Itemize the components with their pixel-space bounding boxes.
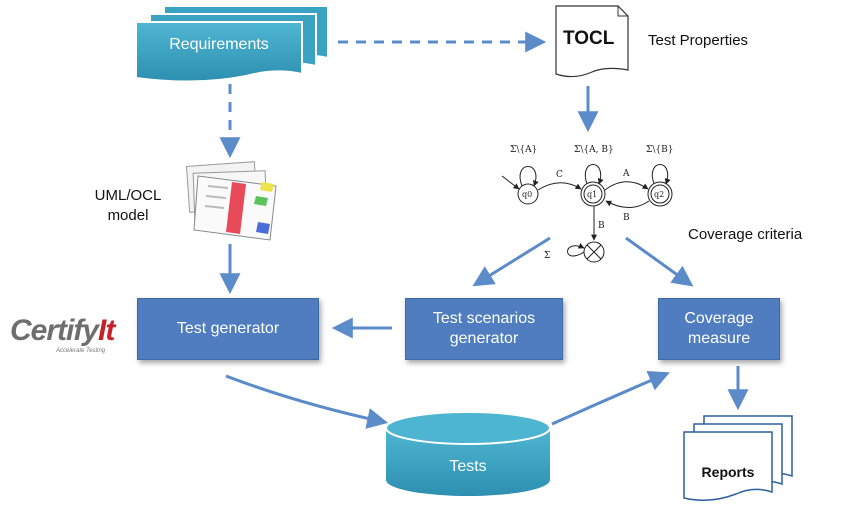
- loop-label-q2: Σ\{B}: [646, 145, 673, 155]
- uml-model-thumbnail: [185, 161, 277, 241]
- state-label-q1: q1: [587, 190, 597, 199]
- test-scenarios-line1: Test scenarios: [432, 310, 536, 327]
- test-generator-box: Test generator: [137, 298, 319, 360]
- coverage-measure-line2: measure: [687, 330, 751, 347]
- test-generator-label: Test generator: [176, 320, 280, 337]
- reports-doc-stack: [683, 415, 793, 501]
- state-label-q0: q0: [522, 190, 532, 199]
- edge-label-a: A: [622, 169, 630, 179]
- tests-cylinder: [385, 411, 551, 496]
- test-properties-label: Test Properties: [648, 32, 749, 49]
- svg-text:CertifyIt: CertifyIt: [10, 314, 117, 347]
- edge-label-b-back: B: [623, 213, 630, 223]
- svg-text:Accelerate Testing: Accelerate Testing: [55, 348, 106, 354]
- certifyit-logo: CertifyIt Accelerate Testing: [10, 314, 118, 354]
- tests-label: Tests: [449, 458, 487, 475]
- coverage-measure-box: Coverage measure: [658, 298, 780, 360]
- edge-label-sigma: Σ: [544, 251, 550, 261]
- arrow-tests-to-coverage: [551, 370, 670, 426]
- state-q2: [650, 184, 670, 204]
- requirements-label: Requirements: [169, 36, 269, 53]
- arrow-automaton-to-coverage: [625, 236, 694, 287]
- coverage-criteria-label: Coverage criteria: [688, 226, 803, 243]
- loop-label-q0: Σ\{A}: [510, 145, 537, 155]
- test-scenarios-generator-box: Test scenarios generator: [405, 298, 563, 360]
- test-scenarios-line2: generator: [449, 330, 519, 347]
- edge-label-b-down: B: [598, 221, 605, 231]
- tocl-document: [555, 5, 629, 78]
- coverage-measure-line1: Coverage: [684, 310, 754, 327]
- arrow-automaton-to-scenarios: [472, 236, 551, 287]
- uml-ocl-label: UML/OCL model: [80, 186, 176, 226]
- uml-ocl-line1: UML/OCL: [94, 187, 162, 204]
- reports-label: Reports: [701, 464, 755, 480]
- requirements-doc-stack: [135, 5, 329, 83]
- state-q1: [583, 184, 603, 204]
- uml-ocl-line2: model: [107, 207, 149, 224]
- loop-label-q1: Σ\{A, B}: [574, 145, 614, 155]
- state-q0: [517, 183, 539, 205]
- automaton-diagram: Σ\{A} Σ\{A, B} Σ\{B} C A B B Σ q0 q1 q2: [501, 145, 673, 263]
- state-label-q2: q2: [654, 190, 664, 199]
- arrow-generator-to-tests: [225, 374, 389, 429]
- tocl-label: TOCL: [563, 28, 615, 49]
- edge-label-c: C: [556, 170, 563, 180]
